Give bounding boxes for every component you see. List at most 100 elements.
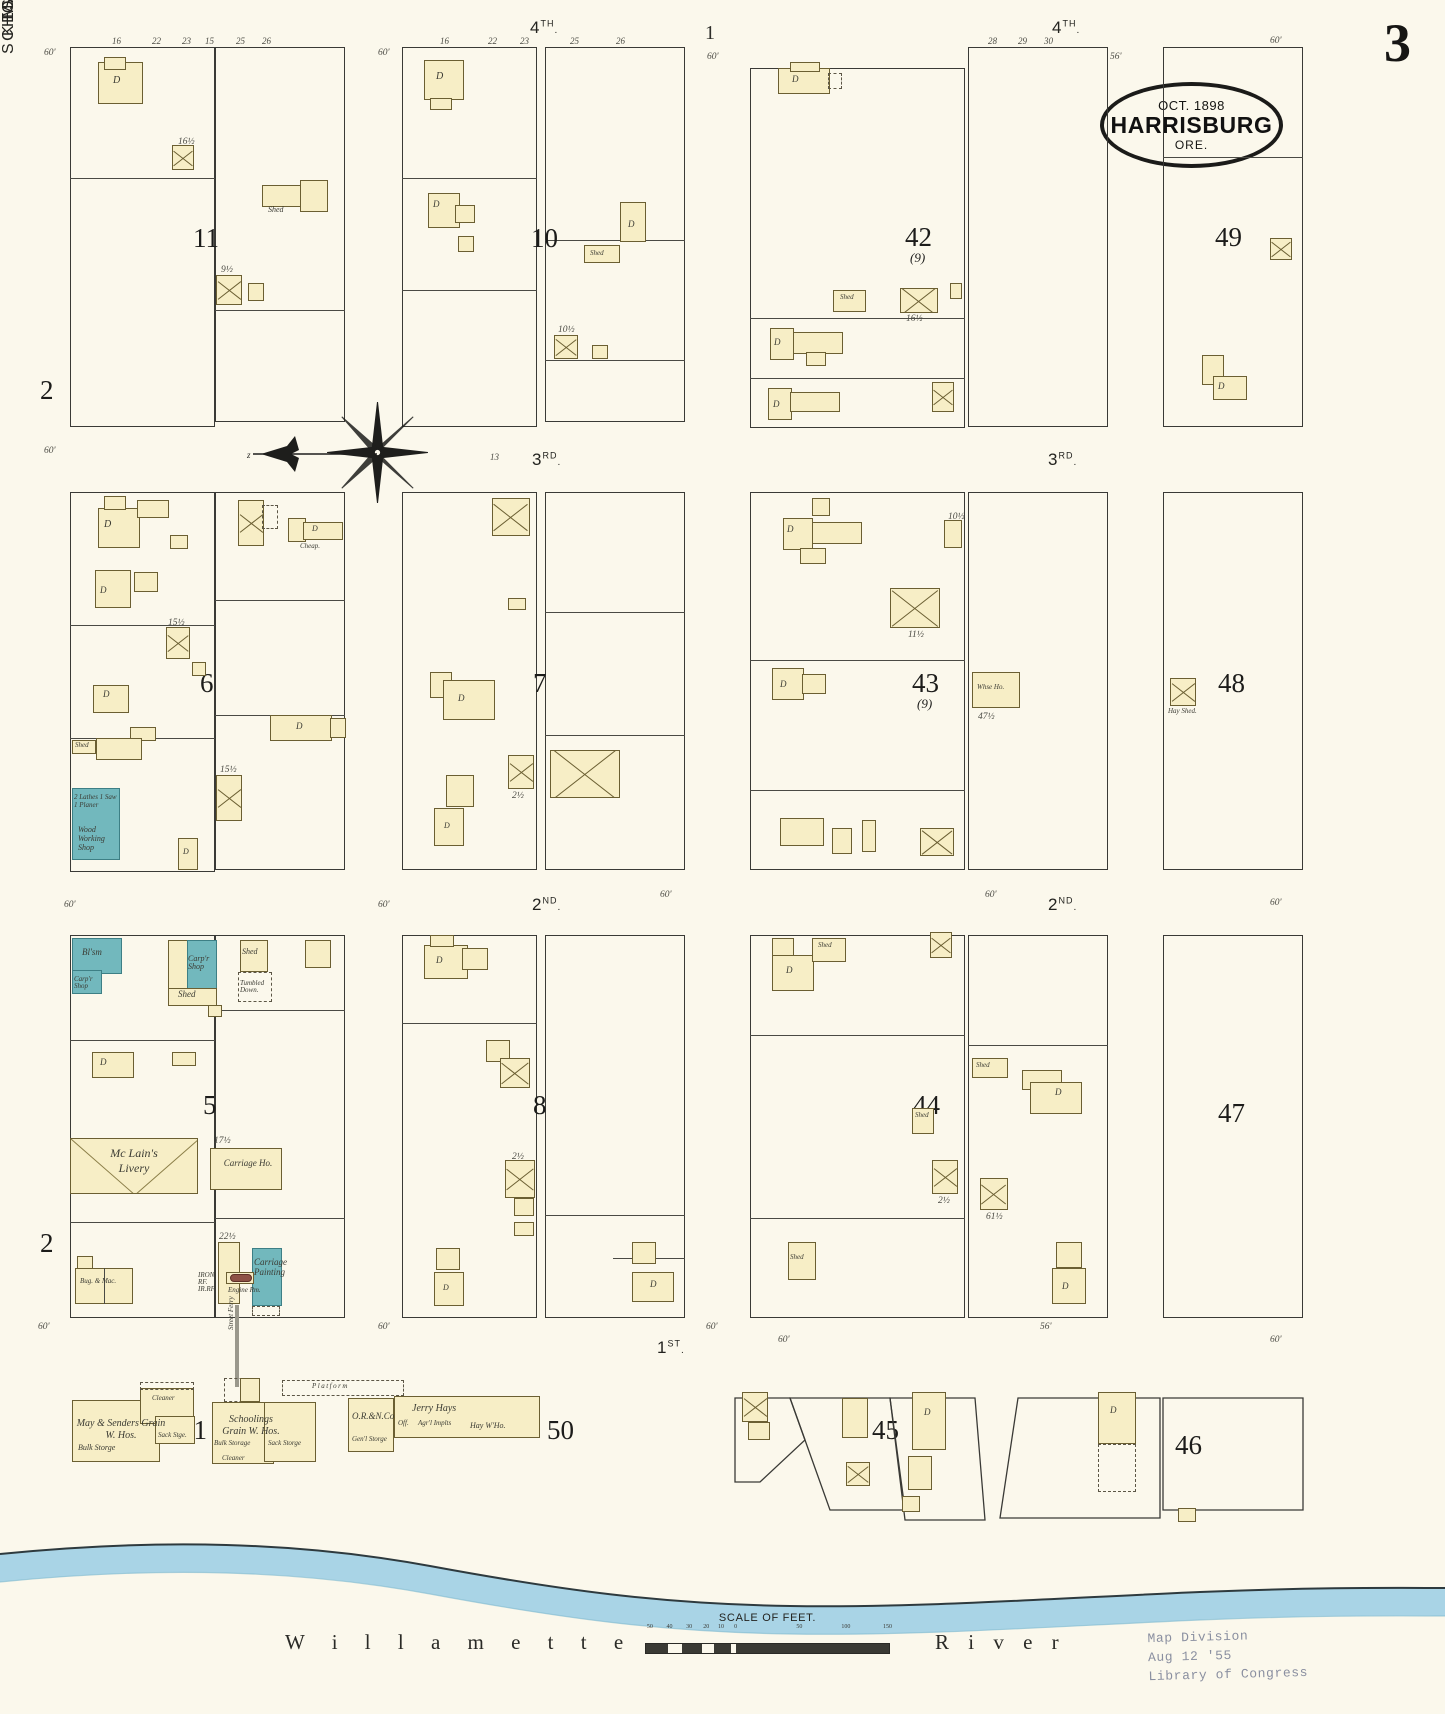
barn-x-icon: [981, 1179, 1007, 1209]
lot-divider: [215, 1010, 345, 1012]
dimension-label: 2½: [512, 1152, 524, 1162]
building-shed: [780, 818, 824, 846]
block-outline-42b: [968, 47, 1108, 427]
livery-roof-lines: [71, 1139, 197, 1193]
building-annex: [790, 62, 820, 72]
building-label-D: D: [1062, 1281, 1069, 1291]
block-number-7: 7: [533, 668, 547, 698]
dimension-label: 17½: [214, 1136, 231, 1146]
building-shed: [833, 290, 866, 312]
building-barn: [920, 828, 954, 856]
building-label-lathes: 2 Lathes 1 Saw 1 Planer: [74, 793, 117, 810]
building-label-D: D: [183, 847, 189, 856]
lot-divider: [968, 1045, 1108, 1047]
building-shed: [240, 940, 268, 972]
barn-x-icon: [509, 756, 533, 788]
building-dashed-addition: [1098, 1444, 1136, 1492]
building-tumbled-down: [238, 972, 272, 1002]
building-label-D: D: [773, 399, 780, 409]
building-annex: [134, 572, 158, 592]
block-number-49: 49: [1215, 222, 1242, 252]
dimension-label: 16½: [178, 137, 195, 147]
barn-x-icon: [847, 1463, 869, 1485]
street-width-label: 60': [378, 900, 390, 910]
barn-x-icon: [217, 276, 241, 304]
barn-x-icon: [239, 501, 263, 545]
barn-x-icon: [743, 1393, 767, 1421]
block-number-1: 1: [705, 22, 715, 44]
block-subnumber-42: (9): [910, 250, 926, 265]
lot-divider: [70, 178, 215, 180]
building-dwelling: [92, 1052, 134, 1078]
building-dwelling: [772, 955, 814, 991]
lot-divider: [750, 378, 965, 380]
lot-number: 16: [440, 36, 449, 46]
building-dwelling: [1098, 1392, 1136, 1444]
scale-segment: [646, 1644, 668, 1653]
building-label-platform: Platform: [312, 1382, 349, 1390]
street-label-schooling: SCHOOLING: [0, 0, 18, 54]
street-label-4th-west: 4TH.: [530, 18, 559, 37]
barn-x-icon: [173, 146, 193, 169]
scale-bar-title: SCALE OF FEET.: [718, 1612, 817, 1624]
block-number-2-lower: 2: [40, 1228, 54, 1258]
street-width-label: 56': [1040, 1322, 1052, 1332]
building-outbuilding: [748, 1422, 770, 1440]
building-barn: [166, 627, 190, 659]
building-outbuilding: [902, 1496, 920, 1512]
barn-x-icon: [555, 336, 577, 358]
building-barn: [900, 288, 938, 313]
scale-bar-graphic: [645, 1643, 890, 1654]
block-outline-43: [750, 492, 965, 870]
barn-x-icon: [931, 933, 951, 957]
building-shed: [812, 938, 846, 962]
building-outbuilding: [446, 775, 474, 807]
street-width-label: 60': [44, 446, 56, 456]
building-label-hay-shed: Hay Shed.: [1168, 707, 1197, 715]
building-shed: [788, 1242, 816, 1280]
building-label-D: D: [628, 219, 635, 229]
building-label-D: D: [1218, 381, 1225, 391]
building-dwelling: [178, 838, 198, 870]
block-outline-11a: [70, 47, 215, 427]
building-label-shed: Shed: [242, 947, 258, 956]
building-label-shed: Shed: [178, 989, 196, 999]
building-label-street-ferry: Street Ferry: [227, 1296, 235, 1330]
building-label-shed: Shed: [976, 1061, 990, 1069]
street-label-2nd-east: 2ND.: [1048, 895, 1078, 914]
building-dwelling: [424, 60, 464, 100]
building-wood-working-shop: [72, 788, 120, 860]
block-outline-5b: [215, 935, 345, 1318]
building-shed: [300, 180, 328, 212]
building-dwelling: [632, 1272, 674, 1302]
building-wing: [462, 948, 488, 970]
lot-number: 23: [520, 36, 529, 46]
building-barn: [508, 755, 534, 789]
loc-line-3: Library of Congress: [1148, 1664, 1309, 1684]
building-label-D: D: [924, 1407, 931, 1417]
building-wing: [1213, 376, 1247, 400]
compass-north-arrow-icon: z: [246, 436, 377, 472]
building-label-hay-who: Hay W'Ho.: [470, 1421, 506, 1430]
building-barn: [216, 775, 242, 821]
lot-divider: [70, 625, 215, 627]
scale-tick: 20: [703, 1624, 710, 1630]
dimension-label: 61½: [986, 1212, 1003, 1222]
barn-x-icon: [933, 383, 953, 411]
street-label-1st: 1ST.: [657, 1338, 685, 1357]
building-dwelling: [1030, 1082, 1082, 1114]
building-outbuilding: [208, 1005, 222, 1017]
building-label-D: D: [774, 337, 781, 347]
building-barn: [505, 1160, 535, 1198]
building-wing: [800, 548, 826, 564]
barn-x-icon: [493, 499, 529, 535]
building-dwelling: [783, 518, 813, 550]
building-barn: [846, 1462, 870, 1486]
building-outbuilding: [1178, 1508, 1196, 1522]
building-label-shed: Shed: [590, 249, 604, 257]
block-number-50: 50: [547, 1415, 574, 1445]
block-number-10: 10: [531, 223, 558, 253]
building-ornco-warehouse: [348, 1398, 394, 1452]
barn-x-icon: [506, 1161, 534, 1197]
dimension-label: 9½: [221, 265, 233, 275]
